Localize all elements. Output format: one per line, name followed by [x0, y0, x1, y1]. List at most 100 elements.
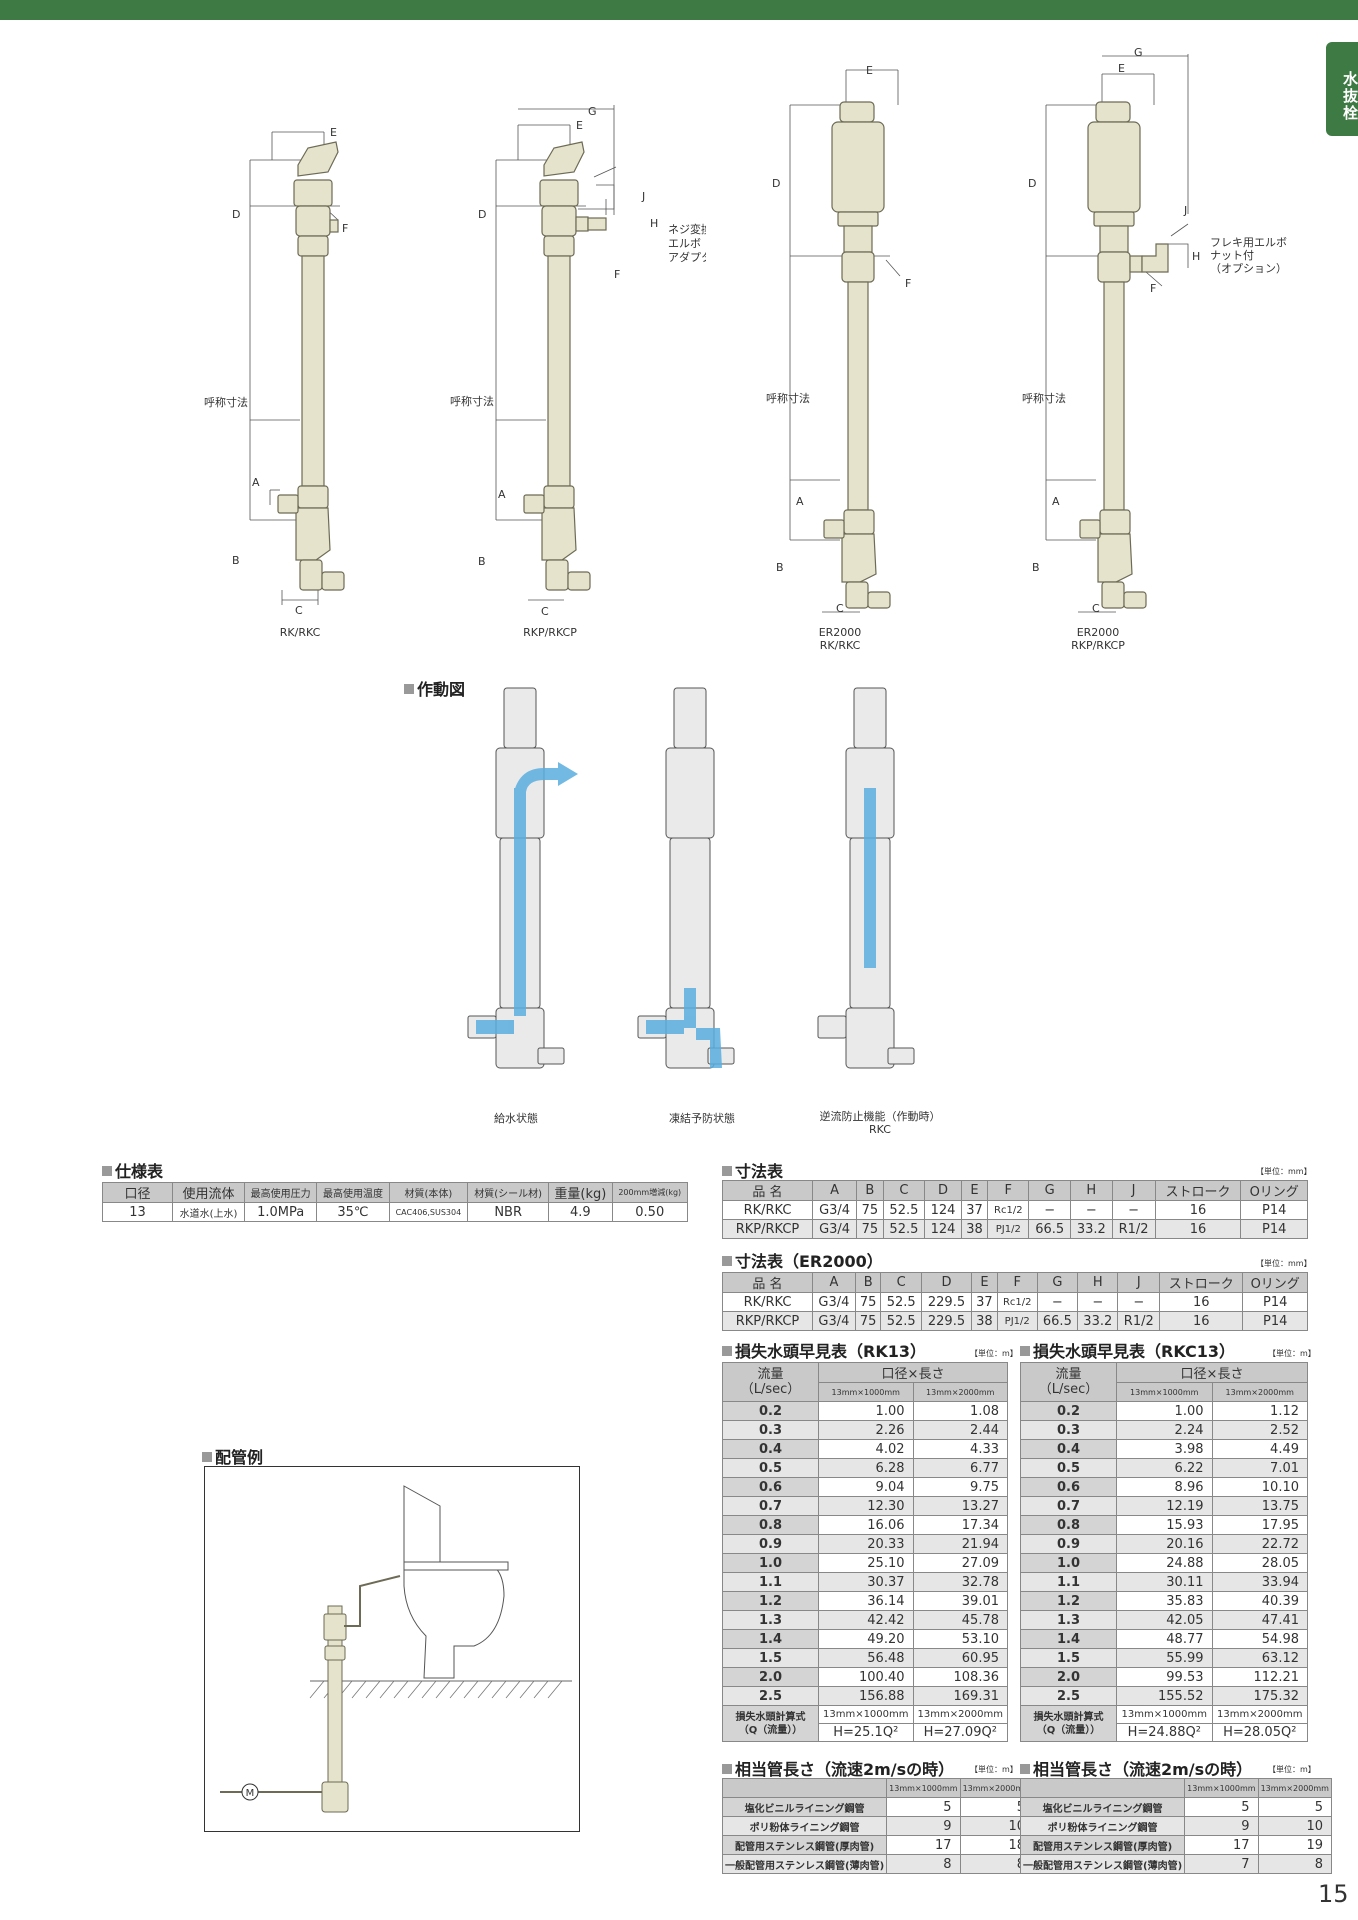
- loss-rkc13-title-text: 損失水頭早見表（RKC13）: [1033, 1342, 1236, 1361]
- drawing-rkp: E G J H ネジ変換 エルボ アダプタ D F 呼称寸法 A B C: [450, 105, 706, 618]
- dim-cell: 75: [856, 1219, 884, 1239]
- formula-label-line2: （Q（流量））: [1036, 1724, 1101, 1736]
- row-value: 9: [886, 1816, 961, 1836]
- row-value: 2.24: [1116, 1420, 1213, 1440]
- dim-d: D: [232, 208, 240, 221]
- dim-cell: 66.5: [1028, 1219, 1071, 1239]
- piping-title: 配管例: [202, 1444, 263, 1468]
- row-label: 1.0: [1020, 1553, 1117, 1573]
- row-value: 4.02: [818, 1439, 914, 1459]
- dim-e: E: [330, 126, 337, 139]
- dim-g: G: [588, 105, 597, 118]
- row-value: 20.16: [1116, 1534, 1213, 1554]
- dim-header: Oリング: [1242, 1272, 1308, 1293]
- row-value: 112.21: [1211, 1667, 1308, 1687]
- row-value: 5: [886, 1797, 961, 1817]
- row-value: 60.95: [912, 1648, 1008, 1668]
- formula-col-label: 13mm×2000mm: [1212, 1706, 1307, 1724]
- dim-cell: Rc1/2: [996, 1292, 1038, 1312]
- row-value: 30.37: [818, 1572, 914, 1592]
- dim-cell: 38: [960, 1219, 989, 1239]
- row-label: 1.1: [1020, 1572, 1117, 1592]
- caption-er-rkp-line1: ER2000: [1076, 626, 1120, 639]
- operation-title-text: 作動図: [417, 680, 466, 699]
- dim-header: C: [882, 1180, 926, 1201]
- row-label: 2.5: [722, 1686, 819, 1706]
- dim-cell: 52.5: [880, 1292, 922, 1312]
- dim-table-er-title: 寸法表（ER2000）: [722, 1248, 883, 1272]
- row-value: 155.52: [1116, 1686, 1213, 1706]
- formula-label: 損失水頭計算式 （Q（流量））: [1020, 1705, 1117, 1742]
- row-label: 一般配管用ステンレス鋼管(薄肉管): [1019, 1854, 1186, 1874]
- dim-header: 品 名: [722, 1272, 813, 1293]
- dim-cell: RK/RKC: [722, 1292, 813, 1312]
- spec-cell: 1.0MPa: [243, 1202, 318, 1222]
- dim-cell: 75: [854, 1311, 882, 1331]
- col-header: 13mm×1000mm: [818, 1382, 914, 1402]
- dim-cell: R1/2: [1111, 1219, 1156, 1239]
- dim-cell: −: [1111, 1200, 1156, 1220]
- dim-cell: −: [1077, 1292, 1119, 1312]
- row-value: 17: [886, 1835, 961, 1855]
- row-value: 17.34: [912, 1515, 1008, 1535]
- formula-col-label: 13mm×1000mm: [819, 1706, 913, 1724]
- flow-header-line1: 流量: [757, 1367, 784, 1382]
- dim-f: F: [905, 277, 911, 290]
- dim-cell: P14: [1240, 1219, 1308, 1239]
- row-value: 28.05: [1211, 1553, 1308, 1573]
- row-value: 15.93: [1116, 1515, 1213, 1535]
- dim-cell: G3/4: [812, 1292, 856, 1312]
- dim-cell: RK/RKC: [722, 1200, 813, 1220]
- operation-caption-1: 給水状態: [494, 1112, 538, 1125]
- row-value: 13.75: [1211, 1496, 1308, 1516]
- drawing-rk: E D F 呼称寸法 A B C: [204, 126, 348, 617]
- flow-header: 流量 （L/sec）: [722, 1362, 819, 1402]
- dim-table-title: 寸法表: [722, 1158, 783, 1182]
- flow-header: 流量 （L/sec）: [1020, 1362, 1117, 1402]
- dim-e: E: [1118, 62, 1125, 75]
- row-label: 配管用ステンレス鋼管(厚肉管): [1019, 1835, 1186, 1855]
- dim-cell: 52.5: [882, 1219, 926, 1239]
- row-label: 0.4: [1020, 1439, 1117, 1459]
- dim-cell: 38: [971, 1311, 998, 1331]
- dim-cell: 37: [960, 1200, 989, 1220]
- dim-header: D: [920, 1272, 973, 1293]
- dim-h: H: [650, 217, 658, 230]
- row-value: 17.95: [1211, 1515, 1308, 1535]
- row-label: 0.9: [722, 1534, 819, 1554]
- formula-value: H=24.88Q²: [1127, 1725, 1201, 1740]
- formula-cell: 13mm×1000mm H=24.88Q²: [1116, 1705, 1213, 1742]
- equiv-rk-table: 13mm×1000mm 13mm×2000mm 塩化ビニルライニング鋼管55ポリ…: [721, 1778, 1034, 1874]
- label-height: 呼称寸法: [204, 395, 248, 409]
- dim-table-er-unit: 【単位：mm】: [1256, 1259, 1312, 1268]
- dim-cell: −: [1117, 1292, 1161, 1312]
- row-label: 2.0: [722, 1667, 819, 1687]
- row-label: 0.8: [722, 1515, 819, 1535]
- row-value: 4.33: [912, 1439, 1008, 1459]
- row-label: 1.5: [722, 1648, 819, 1668]
- dim-cell: G3/4: [811, 1200, 858, 1220]
- row-value: 1.00: [818, 1401, 914, 1421]
- dim-table: 品 名 A B C D E F G H J ストローク Oリング RK/RKC …: [722, 1180, 1308, 1239]
- dim-h: H: [1192, 250, 1200, 263]
- row-value: 6.22: [1116, 1458, 1213, 1478]
- dim-header: C: [880, 1272, 922, 1293]
- row-value: 8: [959, 1854, 1034, 1874]
- row-value: 22.72: [1211, 1534, 1308, 1554]
- dim-d: D: [772, 177, 780, 190]
- dim-a: A: [796, 495, 804, 508]
- spec-header: 最高使用温度: [316, 1182, 390, 1203]
- row-label: 0.2: [1020, 1401, 1117, 1421]
- dim-header: A: [811, 1180, 858, 1201]
- label-height: 呼称寸法: [1022, 391, 1066, 405]
